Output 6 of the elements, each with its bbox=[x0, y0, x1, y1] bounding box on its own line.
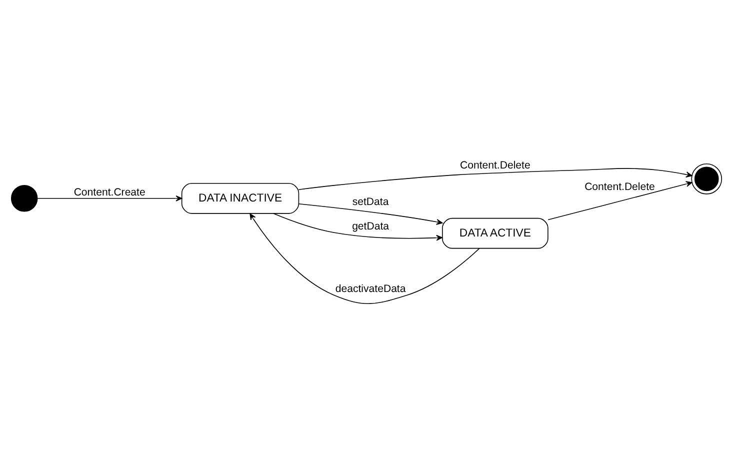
edge-label: Content.Delete bbox=[584, 180, 655, 192]
edge-label: Content.Create bbox=[74, 186, 146, 198]
edge-label: getData bbox=[352, 220, 390, 232]
edge-label: deactivateData bbox=[335, 282, 406, 295]
edge-label: Content.Delete bbox=[460, 159, 530, 172]
edge-label: setData bbox=[352, 196, 389, 208]
